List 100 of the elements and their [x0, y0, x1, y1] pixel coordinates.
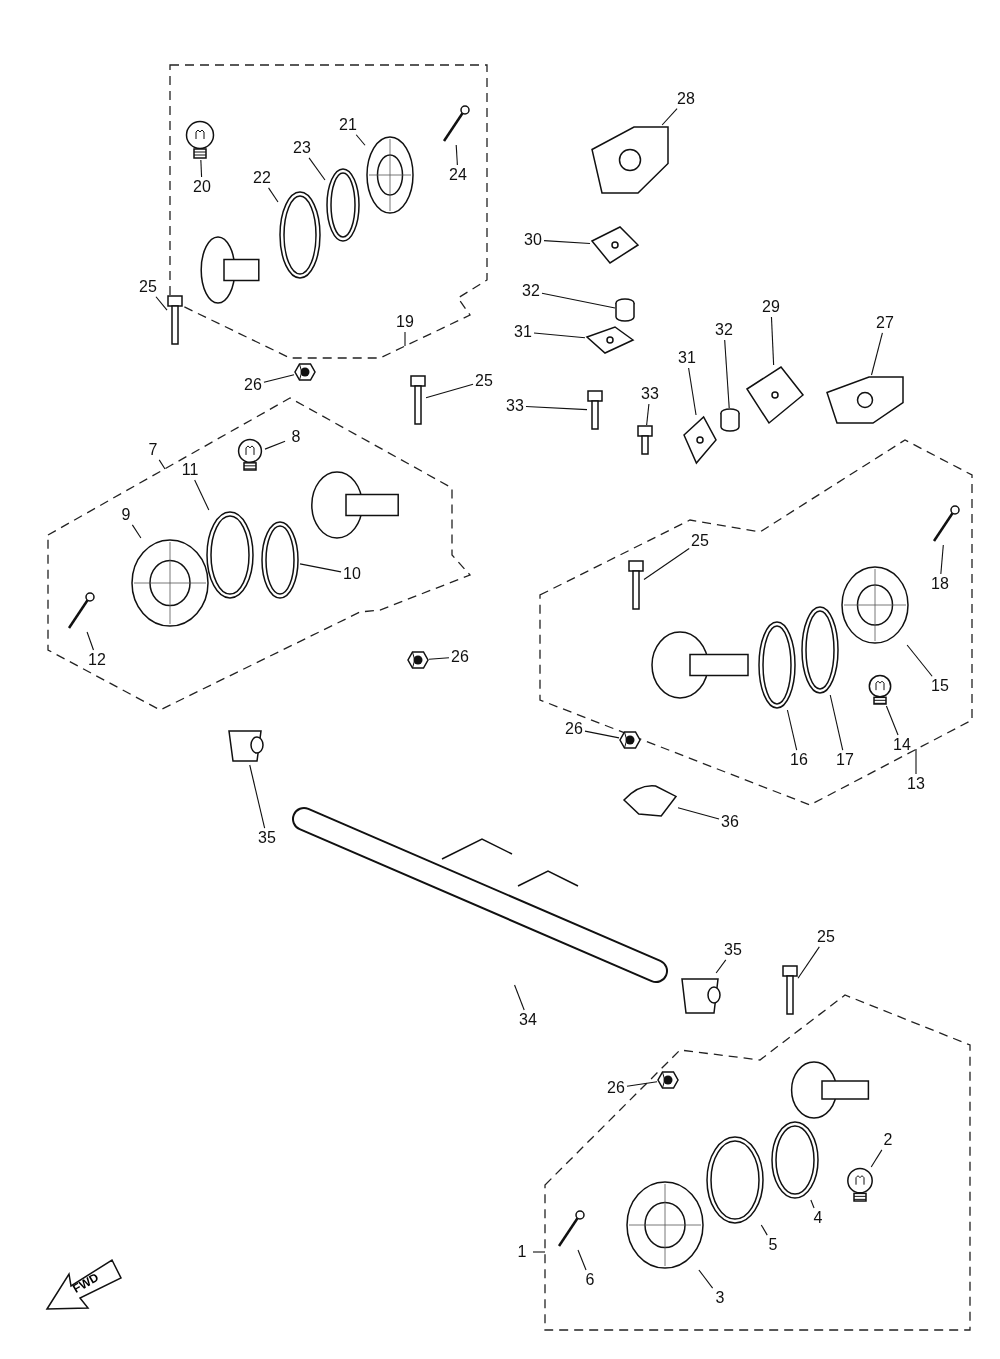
- tube-drawing: [290, 805, 670, 985]
- bracket-drawing: [590, 125, 670, 195]
- callout-number: 26: [562, 720, 586, 738]
- leader-line: [455, 144, 458, 166]
- callout-number: 35: [255, 829, 279, 847]
- callout-number: 17: [833, 751, 857, 769]
- leader-line: [915, 748, 917, 775]
- clamp-drawing: [622, 782, 678, 818]
- leader-line: [870, 332, 883, 376]
- callout-number: 6: [578, 1271, 602, 1289]
- ring-drawing: [278, 190, 322, 280]
- callout-number: 29: [759, 298, 783, 316]
- callout-number: 26: [604, 1079, 628, 1097]
- lens-drawing: [130, 538, 210, 628]
- ring-drawing: [800, 605, 840, 695]
- callout-number: 5: [761, 1236, 785, 1254]
- callout-number: 14: [890, 736, 914, 754]
- bolt-drawing: [782, 965, 798, 1015]
- lens-drawing: [365, 135, 415, 215]
- plate-drawing: [590, 225, 640, 265]
- callout-number: 19: [393, 313, 417, 331]
- leader-line: [155, 296, 168, 311]
- leader-line: [404, 331, 406, 347]
- callout-number: 7: [141, 441, 165, 459]
- leader-line: [870, 1149, 883, 1168]
- ring-drawing: [770, 1120, 820, 1200]
- callout-number: 18: [928, 575, 952, 593]
- bolt-drawing: [167, 295, 183, 345]
- callout-number: 36: [718, 813, 742, 831]
- callout-number: 20: [190, 178, 214, 196]
- callout-number: 24: [446, 166, 470, 184]
- callout-number: 21: [336, 116, 360, 134]
- callout-number: 25: [136, 278, 160, 296]
- leader-line: [688, 367, 697, 416]
- leader-line: [760, 1224, 768, 1236]
- leader-line: [425, 383, 474, 399]
- leader-line: [355, 134, 366, 146]
- callout-number: 31: [511, 323, 535, 341]
- nut-drawing: [657, 1071, 679, 1089]
- nut-drawing: [407, 651, 429, 669]
- leader-line: [541, 292, 616, 309]
- bulb-drawing: [845, 1167, 875, 1203]
- callout-number: 4: [806, 1209, 830, 1227]
- leader-line: [200, 159, 203, 178]
- leader-line: [264, 440, 286, 450]
- ring-drawing: [325, 167, 361, 243]
- ring-drawing: [205, 510, 255, 600]
- assembly-outline: [543, 993, 972, 1332]
- direction-arrow: FWD: [44, 1256, 124, 1312]
- bolt-drawing: [410, 375, 426, 425]
- assembly-outline: [538, 438, 974, 807]
- plate-drawing: [745, 365, 805, 425]
- ring-drawing: [260, 520, 300, 600]
- bulb-drawing: [235, 438, 265, 472]
- nut-drawing: [294, 363, 316, 381]
- leader-line: [626, 1081, 658, 1087]
- callout-number: 35: [721, 941, 745, 959]
- plate-drawing: [682, 415, 718, 465]
- leader-line: [906, 644, 933, 677]
- leader-line: [715, 959, 727, 974]
- leader-line: [428, 657, 450, 660]
- leader-line: [698, 1269, 714, 1289]
- leader-line: [533, 332, 586, 339]
- ring-drawing: [757, 620, 797, 710]
- callout-number: 32: [519, 282, 543, 300]
- leader-line: [543, 240, 591, 245]
- leader-line: [249, 764, 266, 829]
- callout-number: 34: [516, 1011, 540, 1029]
- callout-number: 15: [928, 677, 952, 695]
- leader-line: [677, 807, 720, 820]
- spacer-drawing: [615, 298, 635, 322]
- leader-line: [158, 459, 166, 470]
- leader-line: [643, 547, 690, 581]
- bolt-drawing: [628, 560, 644, 610]
- leader-line: [263, 374, 295, 383]
- callout-number: 33: [503, 397, 527, 415]
- ring-drawing: [705, 1135, 765, 1225]
- callout-number: 27: [873, 314, 897, 332]
- callout-number: 26: [448, 648, 472, 666]
- lens-drawing: [625, 1180, 705, 1270]
- bolt-drawing: [587, 390, 603, 430]
- callout-number: 2: [876, 1131, 900, 1149]
- callout-number: 8: [284, 428, 308, 446]
- leader-line: [86, 631, 95, 651]
- callout-number: 31: [675, 349, 699, 367]
- callout-number: 30: [521, 231, 545, 249]
- leader-line: [940, 544, 944, 575]
- leader-line: [577, 1249, 587, 1271]
- bracket-drawing: [825, 375, 905, 425]
- leader-line: [661, 108, 678, 126]
- callout-number: 12: [85, 651, 109, 669]
- nut-drawing: [619, 731, 641, 749]
- callout-number: 23: [290, 139, 314, 157]
- callout-number: 11: [178, 461, 202, 479]
- callout-number: 25: [688, 532, 712, 550]
- leader-line: [194, 479, 210, 511]
- callout-number: 28: [674, 90, 698, 108]
- leader-line: [797, 946, 820, 979]
- callout-number: 25: [472, 372, 496, 390]
- leader-line: [829, 694, 844, 751]
